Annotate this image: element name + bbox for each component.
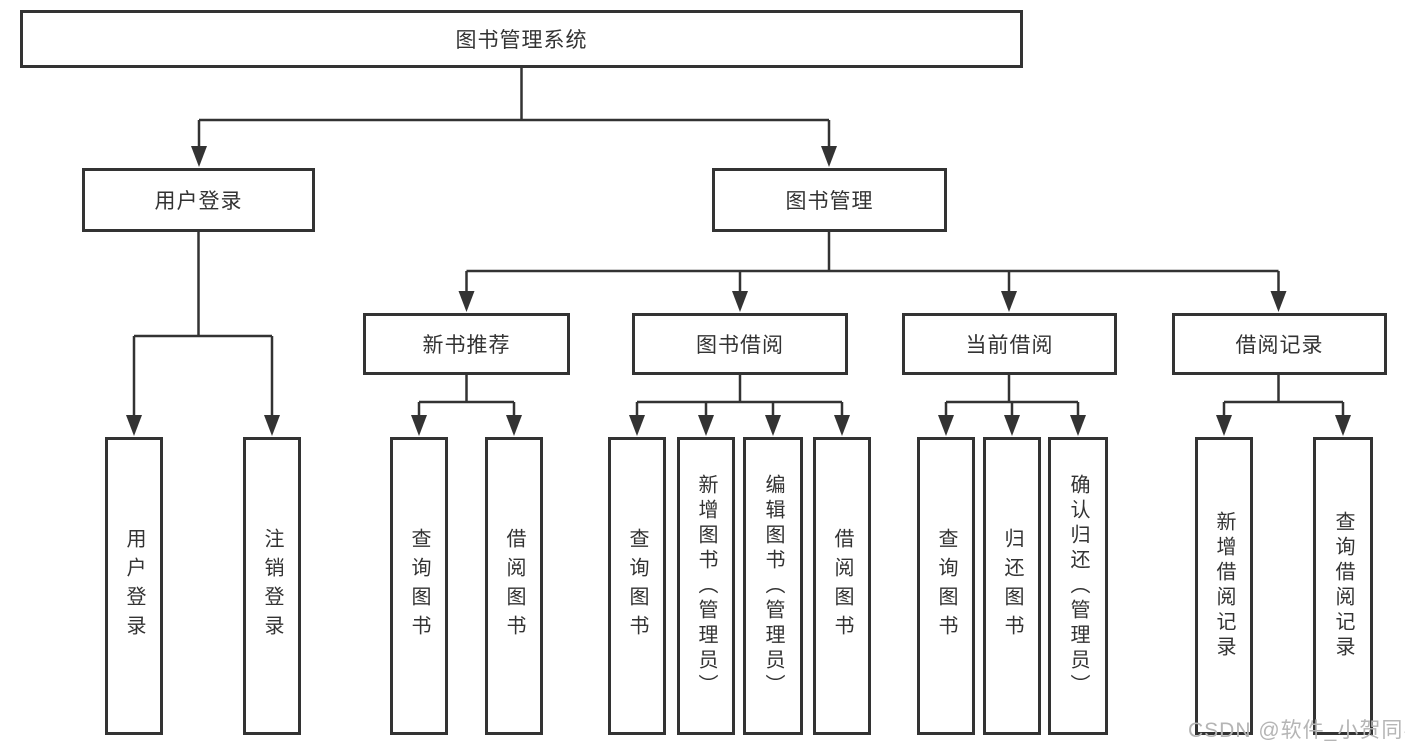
node-current-borrow: 当前借阅 (902, 313, 1117, 375)
leaf-bookborrow-add-book-admin-label: 新增图书（管理员） (695, 473, 717, 699)
leaf-currentborrow-query-book-label: 查询图书 (935, 528, 957, 644)
leaf-currentborrow-return-book-label: 归还图书 (1001, 528, 1023, 644)
node-new-book-recommend: 新书推荐 (363, 313, 570, 375)
node-borrow-records: 借阅记录 (1172, 313, 1387, 375)
leaf-records-add-borrow-record: 新增借阅记录 (1195, 437, 1253, 735)
leaf-newbook-borrow-book: 借阅图书 (485, 437, 543, 735)
node-user-login: 用户登录 (82, 168, 315, 232)
leaf-bookborrow-edit-book-admin-label: 编辑图书（管理员） (762, 473, 784, 699)
leaf-bookborrow-edit-book-admin: 编辑图书（管理员） (743, 437, 803, 735)
leaf-newbook-query-book-label: 查询图书 (408, 528, 430, 644)
leaf-records-query-borrow-record: 查询借阅记录 (1313, 437, 1373, 735)
leaf-user-login: 用户登录 (105, 437, 163, 735)
leaf-bookborrow-borrow-book: 借阅图书 (813, 437, 871, 735)
leaf-bookborrow-query-book: 查询图书 (608, 437, 666, 735)
leaf-bookborrow-add-book-admin: 新增图书（管理员） (677, 437, 735, 735)
csdn-watermark: CSDN @软件_小贺同学 (1188, 719, 1405, 742)
leaf-newbook-query-book: 查询图书 (390, 437, 448, 735)
leaf-user-login-label: 用户登录 (123, 528, 145, 644)
leaf-bookborrow-query-book-label: 查询图书 (626, 528, 648, 644)
leaf-newbook-borrow-book-label: 借阅图书 (503, 528, 525, 644)
node-root: 图书管理系统 (20, 10, 1023, 68)
leaf-logout: 注销登录 (243, 437, 301, 735)
leaf-logout-label: 注销登录 (261, 528, 283, 644)
node-book-borrow: 图书借阅 (632, 313, 848, 375)
leaf-records-query-borrow-record-label: 查询借阅记录 (1332, 511, 1354, 661)
leaf-bookborrow-borrow-book-label: 借阅图书 (831, 528, 853, 644)
leaf-currentborrow-confirm-return-admin-label: 确认归还（管理员） (1067, 473, 1089, 699)
node-book-management: 图书管理 (712, 168, 947, 232)
leaf-currentborrow-return-book: 归还图书 (983, 437, 1041, 735)
leaf-currentborrow-query-book: 查询图书 (917, 437, 975, 735)
leaf-currentborrow-confirm-return-admin: 确认归还（管理员） (1048, 437, 1108, 735)
leaf-records-add-borrow-record-label: 新增借阅记录 (1213, 511, 1235, 661)
